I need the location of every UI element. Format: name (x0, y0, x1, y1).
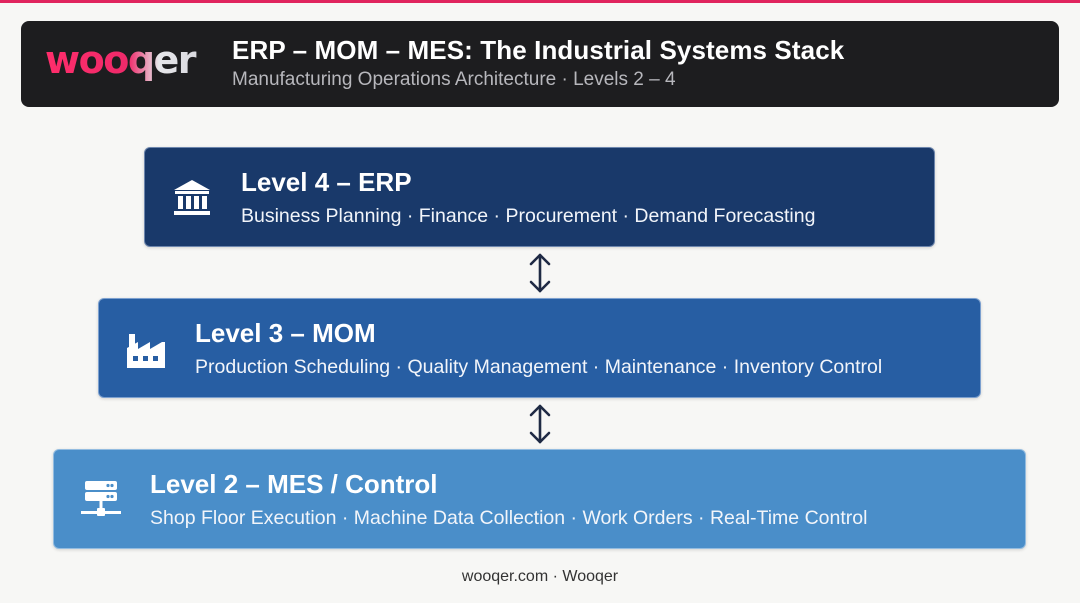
factory-icon (127, 334, 165, 368)
svg-text:wooqer: wooqer (45, 38, 197, 82)
bank-building-icon (174, 180, 210, 215)
level-2-description: Shop Floor Execution · Machine Data Coll… (150, 507, 868, 529)
top-accent-bar (0, 0, 1080, 3)
page-subtitle: Manufacturing Operations Architecture · … (232, 69, 676, 90)
level-4-title: Level 4 – ERP (241, 167, 412, 197)
level-3-description: Production Scheduling · Quality Manageme… (195, 356, 883, 378)
server-network-icon (81, 481, 121, 516)
bidirectional-arrow-icon (529, 253, 551, 293)
level-3-mom-box: Level 3 – MOM Production Scheduling · Qu… (98, 298, 981, 398)
level-2-title: Level 2 – MES / Control (150, 469, 438, 499)
header-banner: wooqer ERP – MOM – MES: The Industrial S… (21, 21, 1059, 107)
level-3-title: Level 3 – MOM (195, 318, 376, 348)
level-2-mes-box: Level 2 – MES / Control Shop Floor Execu… (53, 449, 1026, 549)
bidirectional-arrow-icon (529, 404, 551, 444)
page-title: ERP – MOM – MES: The Industrial Systems … (232, 35, 845, 65)
level-4-erp-box: Level 4 – ERP Business Planning · Financ… (144, 147, 935, 247)
footer-credit: wooqer.com · Wooqer (461, 568, 619, 585)
level-4-description: Business Planning · Finance · Procuremen… (241, 205, 816, 227)
wooqer-logo: wooqer (45, 38, 198, 82)
